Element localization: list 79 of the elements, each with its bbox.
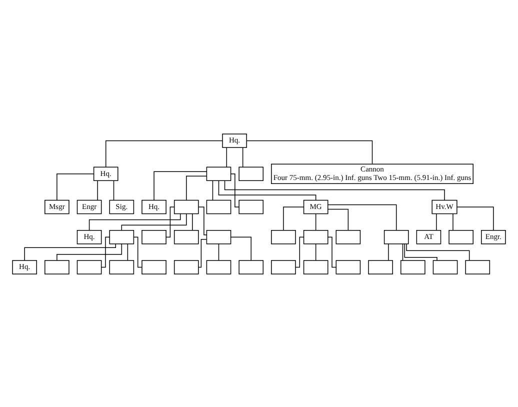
node-box [303, 229, 328, 244]
connector [226, 146, 228, 167]
connector [388, 243, 389, 260]
connector [242, 146, 244, 167]
node-box [400, 260, 426, 274]
connector [246, 140, 373, 164]
node-box: Engr [76, 199, 102, 214]
connector [198, 238, 207, 268]
connector [315, 243, 316, 260]
node-box: Hq. [222, 133, 247, 148]
connector [295, 236, 304, 268]
connector [154, 170, 207, 200]
connector [133, 236, 142, 268]
node-box [206, 229, 232, 244]
connector [97, 180, 98, 200]
node-box [206, 166, 232, 181]
node-box: Hq. [93, 166, 118, 181]
node-box: Sig. [109, 199, 134, 214]
connector [121, 213, 187, 230]
connector [230, 173, 240, 207]
node-box [142, 260, 166, 274]
node-box: AT [416, 229, 442, 244]
node-box: Hq. [142, 199, 166, 214]
node-box [174, 260, 199, 274]
connector [101, 236, 110, 268]
connector [315, 213, 316, 230]
node-box [206, 199, 232, 214]
node-box [336, 260, 361, 274]
connector [283, 206, 304, 230]
connector [230, 236, 252, 260]
connector [218, 243, 220, 260]
node-box [76, 260, 102, 274]
node-box: MG [303, 199, 328, 214]
node-box [109, 260, 134, 274]
node-box [174, 229, 199, 244]
connector [328, 204, 397, 230]
connector [113, 180, 114, 200]
connector [436, 213, 437, 230]
node-box [109, 229, 134, 244]
node-box [465, 260, 490, 274]
node-box [448, 229, 474, 244]
node-box [238, 260, 264, 274]
node-box: Hv.W [432, 199, 458, 214]
connector [198, 206, 207, 235]
node-box [142, 229, 166, 244]
connector [212, 180, 214, 200]
connector [186, 175, 208, 200]
node-box: Engr. [481, 229, 506, 244]
node-box: Hq. [76, 229, 102, 244]
connector [56, 173, 94, 200]
node-box [238, 166, 264, 181]
node-box [271, 229, 296, 244]
connector [127, 243, 128, 260]
connector [328, 236, 336, 268]
connector [88, 213, 181, 230]
connector [328, 208, 349, 230]
connector [404, 243, 438, 260]
connector [56, 243, 122, 260]
node-box [336, 229, 361, 244]
node-box [303, 260, 328, 274]
connector [456, 206, 494, 230]
connector [192, 213, 193, 230]
node-box [368, 260, 393, 274]
connector [402, 243, 404, 260]
node-box [271, 260, 296, 274]
node-box: Hq. [12, 260, 37, 274]
connector [166, 206, 175, 237]
connector [452, 213, 454, 230]
connector [105, 140, 223, 167]
node-box [238, 199, 264, 214]
connector [224, 180, 445, 200]
node-box [384, 229, 409, 244]
connector [218, 180, 316, 200]
node-box [206, 260, 232, 274]
node-box [432, 260, 458, 274]
node-box [174, 199, 199, 214]
node-box [44, 260, 70, 274]
node-box: Msgr [44, 199, 70, 214]
node-box: Cannon Four 75-mm. (2.95-in.) Inf. guns Two 15-mm. (5.91-in.) Inf. guns [271, 163, 474, 184]
